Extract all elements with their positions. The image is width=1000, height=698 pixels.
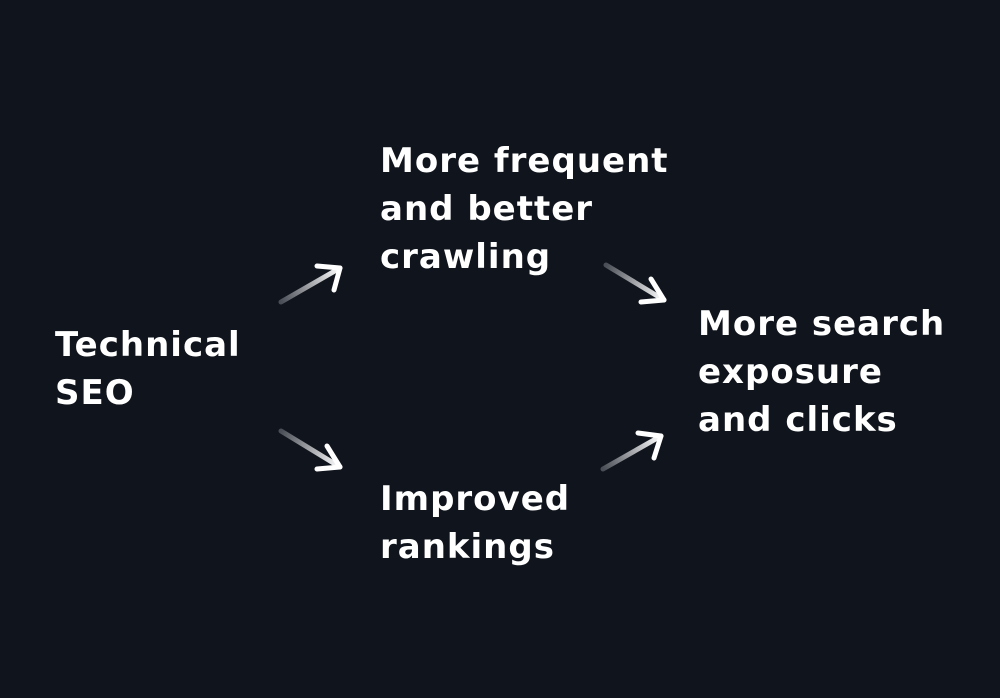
arrow-technical-to-crawling xyxy=(278,263,343,305)
node-label-line: and better xyxy=(380,189,594,229)
node-label-line: Technical xyxy=(55,325,241,365)
arrow-rankings-to-exposure xyxy=(600,430,664,472)
node-label-line: SEO xyxy=(55,373,135,413)
arrow-crawling-to-exposure xyxy=(603,262,667,305)
node-search-exposure: More search exposure and clicks xyxy=(698,300,945,444)
node-label-line: crawling xyxy=(380,237,552,277)
node-label-line: Improved xyxy=(380,479,571,519)
node-technical-seo: Technical SEO xyxy=(55,321,241,417)
node-label-line: More search xyxy=(698,304,946,344)
arrow-technical-to-rankings xyxy=(278,428,343,472)
node-label-line: rankings xyxy=(380,527,555,567)
node-label-line: exposure xyxy=(698,352,883,392)
node-better-crawling: More frequent and better crawling xyxy=(380,137,669,281)
node-label-line: More frequent xyxy=(380,141,669,181)
node-improved-rankings: Improved rankings xyxy=(380,475,570,571)
node-label-line: and clicks xyxy=(698,400,898,440)
